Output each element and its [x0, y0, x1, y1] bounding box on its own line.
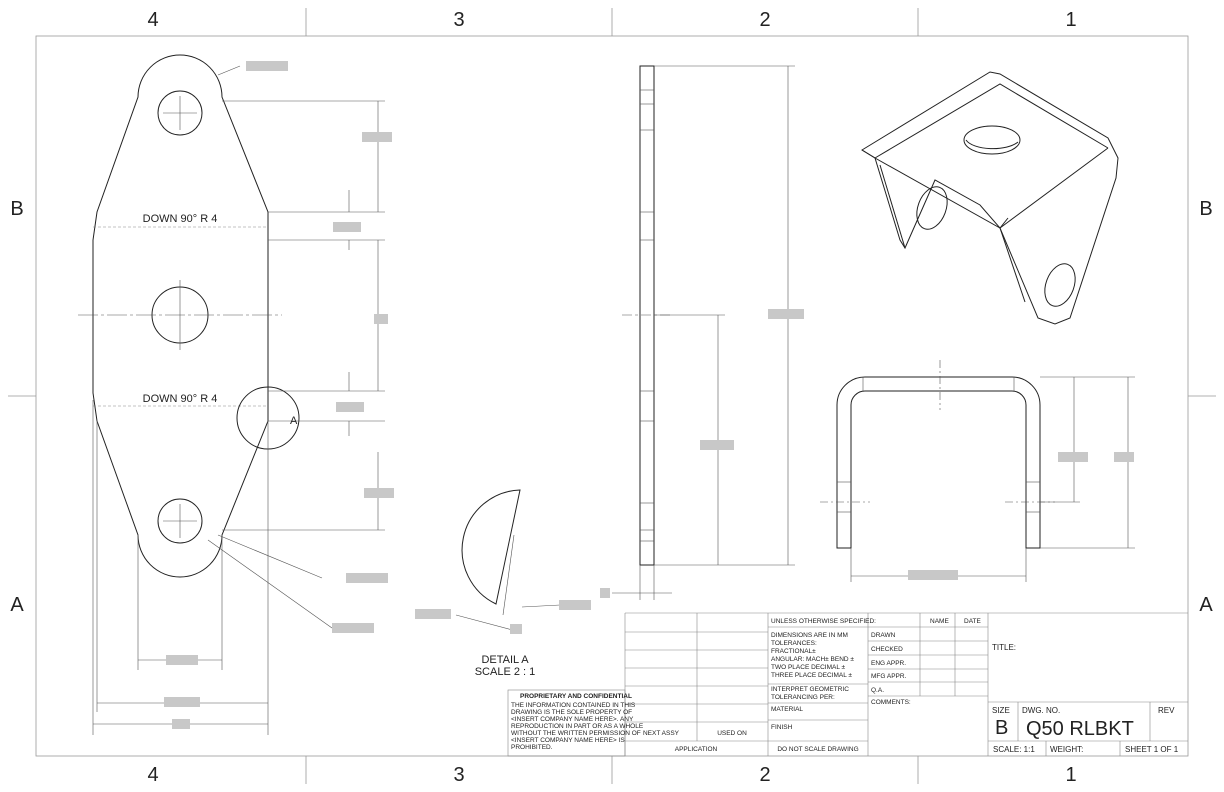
tb-proprietary-line: DRAWING IS THE SOLE PROPERTY OF	[511, 709, 632, 716]
side-view	[600, 65, 804, 600]
bend-note-upper: DOWN 90° R 4	[143, 213, 218, 225]
tb-angular: ANGULAR: MACH± BEND ±	[771, 656, 854, 663]
detail-a-scale: SCALE 2 : 1	[475, 666, 536, 678]
isometric-view	[861, 71, 1119, 325]
tb-title-label: TITLE:	[992, 643, 1016, 652]
tb-mfg-appr: MFG APPR.	[871, 673, 907, 680]
bend-note-lower: DOWN 90° R 4	[143, 393, 218, 405]
tb-dwg-no-label: DWG. NO.	[1022, 706, 1060, 715]
zone-row-right-b: B	[1199, 198, 1212, 220]
zone-row-left-b: B	[10, 198, 23, 220]
tb-two-place: TWO PLACE DECIMAL ±	[771, 664, 846, 671]
zone-col-bottom-3: 3	[453, 764, 464, 786]
tb-name-header: NAME	[930, 618, 949, 625]
hole-top	[157, 90, 203, 136]
zone-row-left-a: A	[10, 594, 24, 616]
title-block	[507, 612, 1188, 757]
tb-proprietary-line: WITHOUT THE WRITTEN PERMISSION OF	[511, 730, 641, 737]
tb-rev-label: REV	[1158, 706, 1175, 715]
tb-proprietary-line: <INSERT COMPANY NAME HERE> IS	[511, 737, 625, 744]
tb-proprietary-line: PROHIBITED.	[511, 744, 553, 751]
tb-three-place: THREE PLACE DECIMAL ±	[771, 672, 852, 679]
tb-next-assy: NEXT ASSY	[643, 730, 680, 737]
tb-size-label: SIZE	[992, 706, 1010, 715]
tb-unless-specified: UNLESS OTHERWISE SPECIFIED:	[771, 618, 876, 625]
tb-tolerances: TOLERANCES:	[771, 640, 817, 647]
tb-do-not-scale: DO NOT SCALE DRAWING	[777, 746, 858, 753]
tb-application: APPLICATION	[675, 746, 718, 753]
tb-material: MATERIAL	[771, 706, 803, 713]
detail-a-marker: A	[290, 415, 298, 427]
zone-col-top-3: 3	[453, 9, 464, 31]
tb-size-value: B	[995, 717, 1008, 739]
zone-col-top-2: 2	[759, 9, 770, 31]
tb-date-header: DATE	[964, 618, 982, 625]
tb-weight: WEIGHT:	[1050, 745, 1083, 754]
zone-row-right-a: A	[1199, 594, 1213, 616]
hole-bottom	[157, 498, 203, 544]
tb-dimensions: DIMENSIONS ARE IN MM	[771, 632, 848, 639]
tb-proprietary-title: PROPRIETARY AND CONFIDENTIAL	[520, 693, 632, 700]
front-view	[820, 360, 1135, 582]
zone-col-bottom-2: 2	[759, 764, 770, 786]
tb-finish: FINISH	[771, 724, 793, 731]
tb-checked: CHECKED	[871, 646, 903, 653]
flat-pattern-view	[78, 54, 394, 735]
detail-a-view	[415, 489, 591, 634]
tb-tolerancing: TOLERANCING PER:	[771, 694, 835, 701]
zone-col-bottom-4: 4	[147, 764, 158, 786]
tb-proprietary-line: THE INFORMATION CONTAINED IN THIS	[511, 702, 636, 709]
zone-col-bottom-1: 1	[1065, 764, 1076, 786]
tb-eng-appr: ENG APPR.	[871, 660, 906, 667]
tb-scale: SCALE: 1:1	[993, 745, 1035, 754]
zone-col-top-1: 1	[1065, 9, 1076, 31]
tb-drawn: DRAWN	[871, 632, 896, 639]
drawing-number: Q50 RLBKT	[1026, 718, 1134, 740]
tb-used-on: USED ON	[717, 730, 747, 737]
tb-qa: Q.A.	[871, 687, 884, 694]
detail-a-title: DETAIL A	[481, 654, 529, 666]
zone-col-top-4: 4	[147, 9, 158, 31]
tb-proprietary-line: REPRODUCTION IN PART OR AS A WHOLE	[511, 723, 644, 730]
tb-sheet: SHEET 1 OF 1	[1125, 745, 1179, 754]
tb-fractional: FRACTIONAL±	[771, 648, 816, 655]
tb-interpret: INTERPRET GEOMETRIC	[771, 686, 849, 693]
tb-proprietary-line: <INSERT COMPANY NAME HERE>. ANY	[511, 716, 634, 723]
tb-comments: COMMENTS:	[871, 699, 911, 706]
